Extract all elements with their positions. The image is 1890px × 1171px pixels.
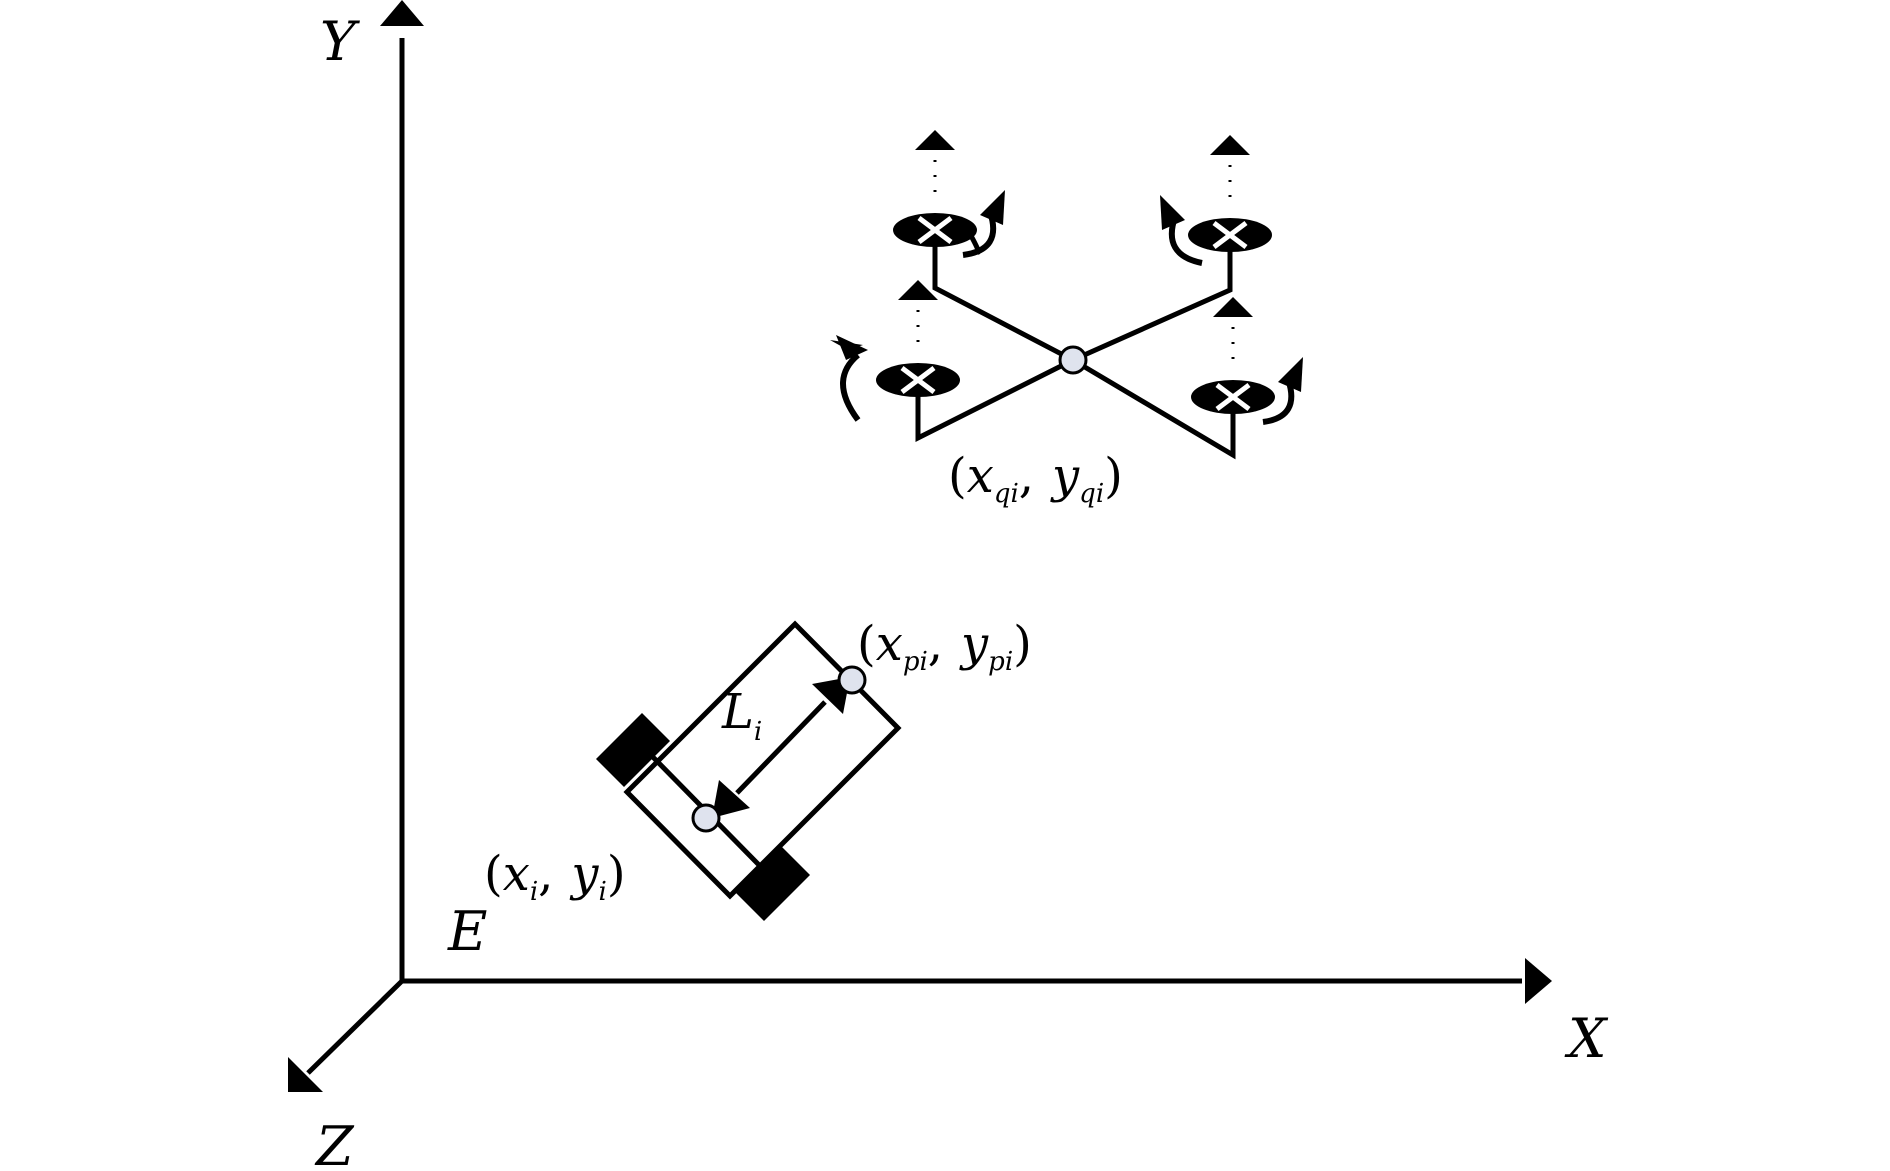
length-label: Li [721,684,762,747]
quadrotor-center-point [1058,345,1088,375]
coord-close-paren: ) [1104,448,1123,504]
rotor-bottom-left [830,280,960,422]
length-arrow-head-lower [712,780,750,818]
coord-sep: , [1019,448,1034,504]
rotor-bottom-right [1191,297,1303,425]
coord-sep: , [538,846,553,902]
length-arrow [735,700,827,795]
coord-y: y [959,616,989,672]
vehicle-front-coord-label: (xpi,ypi) [857,616,1032,677]
vehicle-body [623,620,902,900]
wheel-right [733,844,810,921]
x-axis-arrowhead [1525,958,1552,1004]
coord-x: x [503,846,530,902]
coord-y-sub: pi [988,647,1013,677]
quadrotor-arm-a [932,230,1236,460]
rotor-top-left [893,130,1005,258]
spin-arrow-icon [840,352,861,422]
coord-x: x [876,616,903,672]
quadrotor: (xqi,yqi) [830,130,1303,509]
ground-vehicle: (xi,yi) (xpi,ypi) Li [484,616,1032,921]
axes: Y X Z E [288,0,1609,1171]
coord-y-sub: qi [1079,479,1104,509]
wheel-left [596,713,670,787]
origin-label: E [447,900,487,963]
coord-x-sub: i [530,877,538,907]
coord-y: y [569,846,599,902]
length-label-sub: i [754,717,762,747]
coord-x-sub: qi [994,479,1019,509]
rotor-top-right [1160,135,1272,266]
coord-close-paren: ) [607,846,626,902]
coord-open-paren: ( [857,616,876,672]
y-axis-arrowhead [380,0,424,26]
z-axis [306,979,404,1075]
vehicle-center-coord-label: (xi,yi) [484,846,626,907]
x-axis-label: X [1564,1007,1609,1070]
coord-y-sub: i [599,877,607,907]
vehicle-center-point [691,803,721,833]
coord-close-paren: ) [1013,616,1032,672]
coord-open-paren: ( [948,448,967,504]
vehicle-front-point [837,665,867,695]
quadrotor-arm-b [915,235,1233,443]
y-axis-label: Y [320,10,360,73]
coord-x-sub: pi [903,647,928,677]
coord-open-paren: ( [484,846,503,902]
length-label-main: L [721,684,754,740]
z-axis-arrowhead [288,1057,323,1092]
coord-y: y [1050,448,1080,504]
coord-sep: , [928,616,943,672]
z-axis-label: Z [314,1115,355,1171]
coord-x: x [967,448,994,504]
quadrotor-center-coord-label: (xqi,yqi) [948,448,1123,509]
